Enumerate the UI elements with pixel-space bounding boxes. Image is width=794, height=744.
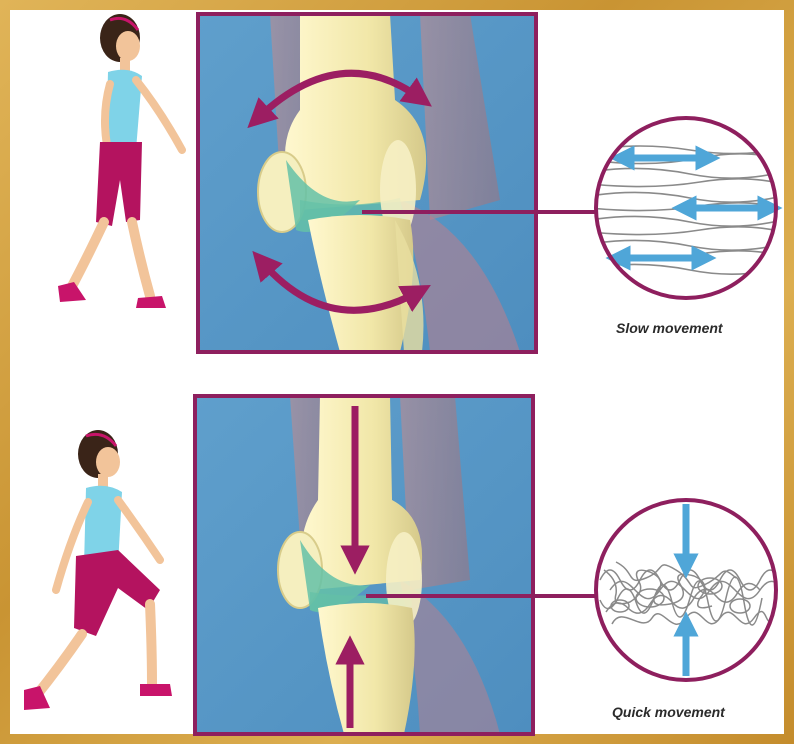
walking-woman-slow-icon bbox=[58, 14, 182, 308]
fibers-aligned-icon bbox=[590, 118, 790, 298]
knee-panel-quick bbox=[195, 396, 598, 734]
walking-woman-quick-icon bbox=[24, 430, 172, 710]
caption-quick-movement: Quick movement bbox=[612, 704, 725, 720]
knee-panel-slow bbox=[198, 14, 598, 352]
fibers-tangled-icon bbox=[596, 500, 794, 680]
caption-slow-movement: Slow movement bbox=[616, 320, 723, 336]
